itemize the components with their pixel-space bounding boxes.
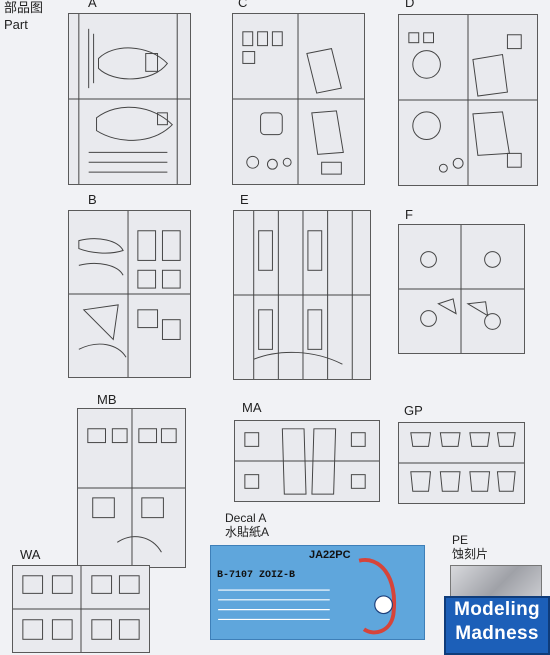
sprue-c	[232, 13, 365, 185]
sprue-label-wa: WA	[20, 547, 41, 562]
pe-label-cn: 蚀刻片	[452, 547, 489, 561]
sprue-a	[68, 13, 191, 185]
sprue-label-ma: MA	[242, 400, 262, 415]
sprue-e	[233, 210, 371, 380]
sprue-label-e: E	[240, 192, 249, 207]
sprue-d	[398, 14, 538, 186]
decal-code: JA22PC	[309, 549, 351, 561]
sprue-ma	[234, 420, 380, 502]
decal-registration: B-7107 ZOIZ-B	[217, 570, 296, 581]
sprue-label-f: F	[405, 207, 413, 222]
sprue-gp	[398, 422, 525, 504]
logo-line-1: Modeling	[454, 599, 540, 620]
decal-sheet: JA22PC B-7107 ZOIZ-B	[210, 545, 425, 640]
sprue-mb	[77, 408, 186, 568]
logo-line-2: Madness	[455, 623, 539, 644]
sprue-wa	[12, 565, 150, 653]
sprue-f	[398, 224, 525, 354]
part-chart-title-cn: 部品图	[4, 0, 44, 15]
decal-label-cn: 水貼紙A	[225, 525, 270, 539]
sprue-label-b: B	[88, 192, 97, 207]
sprue-label-a: A	[88, 0, 97, 10]
sprue-label-gp: GP	[404, 403, 423, 418]
decal-artwork	[218, 558, 397, 635]
sprue-label-d: D	[405, 0, 415, 10]
part-chart-title-en: Part	[4, 17, 28, 32]
sprue-label-c: C	[238, 0, 248, 10]
decal-label-en: Decal A	[225, 511, 267, 525]
sprue-b	[68, 210, 191, 378]
sprue-label-mb: MB	[97, 392, 117, 407]
pe-label-en: PE	[452, 533, 469, 547]
modeling-madness-logo: Modeling Madness	[444, 596, 550, 655]
